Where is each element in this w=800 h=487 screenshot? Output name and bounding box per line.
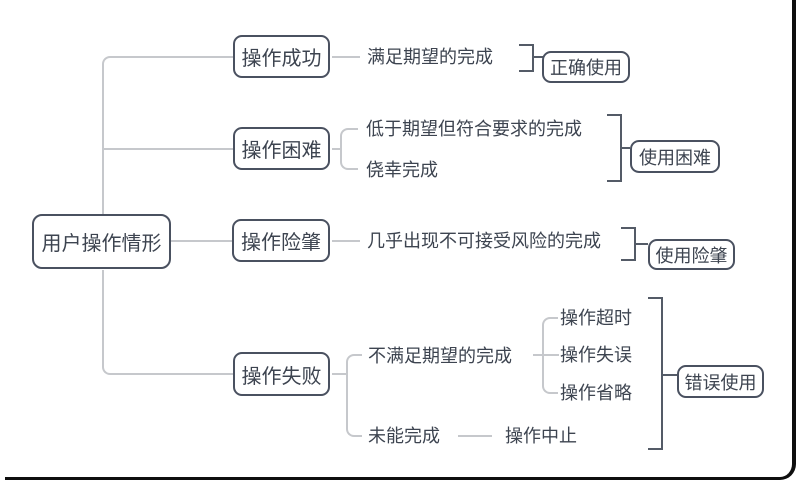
connector-branch-difficulty	[103, 148, 233, 150]
summary-node-use-difficulty[interactable]: 使用困难	[630, 140, 720, 173]
summary-bracket-1-top-tick	[519, 44, 534, 46]
connector-difficulty-child-2	[340, 148, 358, 170]
connector-difficulty-stub	[332, 148, 342, 150]
summary-bracket-2-vertical	[620, 114, 622, 182]
connector-difficulty-child-1	[340, 128, 358, 150]
connector-trunk-bottom	[102, 270, 104, 363]
connector-failure-child-2	[346, 373, 362, 437]
summary-node-correct-use[interactable]: 正确使用	[542, 51, 630, 83]
screenshot-frame-border	[5, 0, 796, 480]
subtopic-label-below-expectation[interactable]: 低于期望但符合要求的完成	[366, 119, 582, 139]
topic-node-success[interactable]: 操作成功	[233, 35, 330, 78]
summary-bracket-1-vertical	[532, 44, 534, 72]
summary-bracket-3-stub	[636, 243, 648, 245]
subtopic-label-operation-timeout[interactable]: 操作超时	[560, 308, 632, 328]
connector-failure-child-1	[346, 354, 362, 375]
summary-bracket-2-stub	[622, 147, 630, 149]
summary-bracket-2-top-tick	[607, 114, 622, 116]
summary-bracket-3-bottom-tick	[621, 259, 636, 261]
summary-bracket-1-stub	[534, 56, 543, 58]
summary-bracket-4-vertical	[661, 297, 663, 450]
topic-node-difficulty[interactable]: 操作困难	[233, 127, 330, 170]
subtopic-label-operation-omission[interactable]: 操作省略	[560, 383, 632, 403]
subtopic-label-incomplete[interactable]: 未能完成	[368, 426, 440, 446]
connector-trunk-top	[102, 68, 104, 214]
summary-bracket-3-top-tick	[621, 227, 636, 229]
connector-branch-success	[112, 56, 233, 58]
summary-node-use-near-miss[interactable]: 使用险肇	[648, 239, 735, 270]
summary-bracket-3-vertical	[634, 227, 636, 261]
connector-grandchild-timeout	[542, 317, 558, 337]
summary-bracket-2-bottom-tick	[607, 180, 622, 182]
summary-bracket-1-bottom-tick	[519, 70, 534, 72]
connector-failure-stub	[332, 373, 348, 375]
connector-trunk-bottom-elbow	[102, 361, 114, 375]
subtopic-label-lucky-completion[interactable]: 侥幸完成	[366, 160, 438, 180]
subtopic-label-operation-abort[interactable]: 操作中止	[505, 426, 577, 446]
summary-bracket-4-top-tick	[648, 297, 663, 299]
connector-branch-failure	[112, 373, 233, 375]
subtopic-label-meets-expectation[interactable]: 满足期望的完成	[367, 47, 493, 67]
topic-node-near-miss[interactable]: 操作险肇	[232, 219, 330, 262]
connector-near-miss-child	[332, 240, 360, 242]
connector-success-child	[332, 56, 360, 58]
summary-node-wrong-use[interactable]: 错误使用	[677, 365, 764, 398]
connector-incomplete-abort	[458, 435, 492, 437]
connector-unsatisfied-out	[533, 354, 559, 356]
connector-grandchild-omit	[542, 374, 558, 394]
connector-branch-near-miss	[171, 240, 232, 242]
connector-trunk-top-elbow	[102, 56, 114, 70]
subtopic-label-unsatisfied-completion[interactable]: 不满足期望的完成	[368, 346, 512, 366]
topic-node-failure[interactable]: 操作失败	[233, 352, 330, 396]
subtopic-label-operation-mistake[interactable]: 操作失误	[560, 345, 632, 365]
summary-bracket-4-stub	[663, 374, 677, 376]
subtopic-label-unacceptable-risk[interactable]: 几乎出现不可接受风险的完成	[367, 231, 601, 251]
central-topic-node[interactable]: 用户操作情形	[32, 214, 171, 269]
connector-grandchild-mid	[542, 330, 544, 376]
summary-bracket-4-bottom-tick	[648, 448, 663, 450]
